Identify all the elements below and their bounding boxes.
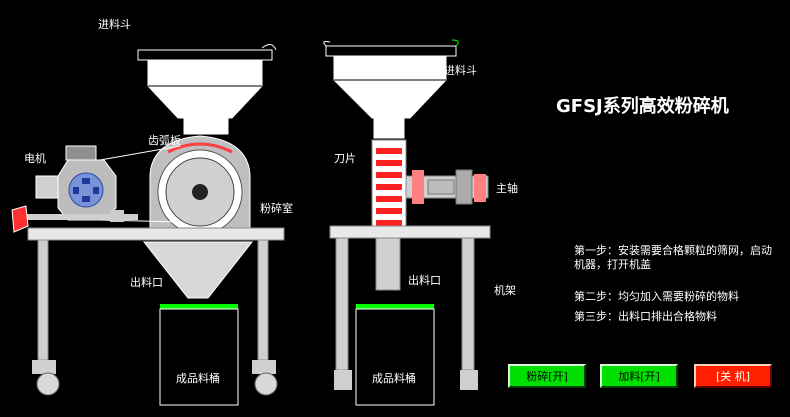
left-hopper — [137, 44, 277, 135]
label-toothed-plate: 齿弧板 — [148, 134, 181, 147]
shutdown-button[interactable]: [关 机] — [694, 364, 772, 388]
crush-on-button[interactable]: 粉碎[开] — [508, 364, 586, 388]
label-hopper-right: 进料斗 — [444, 64, 477, 77]
label-bucket-left: 成品料桶 — [176, 372, 220, 385]
right-hopper — [323, 39, 459, 139]
left-outlet-cone — [142, 241, 254, 299]
label-frame: 机架 — [494, 284, 516, 297]
left-crush-chamber — [149, 135, 251, 235]
right-bucket — [355, 304, 435, 406]
label-outlet: 出料口 — [130, 276, 163, 289]
left-bucket — [159, 304, 239, 406]
label-hopper-left: 进料斗 — [98, 18, 131, 31]
label-bucket-right: 成品料桶 — [372, 372, 416, 385]
left-motor — [35, 145, 181, 223]
left-handwheel — [11, 205, 138, 233]
right-blade-column — [371, 139, 407, 231]
label-blade: 刀片 — [334, 152, 356, 165]
step-2: 第二步：均匀加入需要粉碎的物料 — [574, 290, 739, 303]
feed-on-button[interactable]: 加料[开] — [600, 364, 678, 388]
left-frame — [27, 227, 285, 396]
page-title: GFSJ系列高效粉碎机 — [556, 96, 729, 117]
right-frame — [329, 225, 491, 390]
step-1: 第一步：安装需要合格颗粒的筛网，启动机器，打开机盖 — [574, 244, 772, 271]
right-main-shaft — [405, 169, 489, 205]
label-main-shaft: 主轴 — [496, 182, 518, 195]
label-crush-chamber: 粉碎室 — [260, 202, 293, 215]
step-3: 第三步：出料口排出合格物料 — [574, 310, 717, 323]
label-motor: 电机 — [24, 152, 46, 165]
label-outlet-right: 出料口 — [408, 274, 441, 287]
